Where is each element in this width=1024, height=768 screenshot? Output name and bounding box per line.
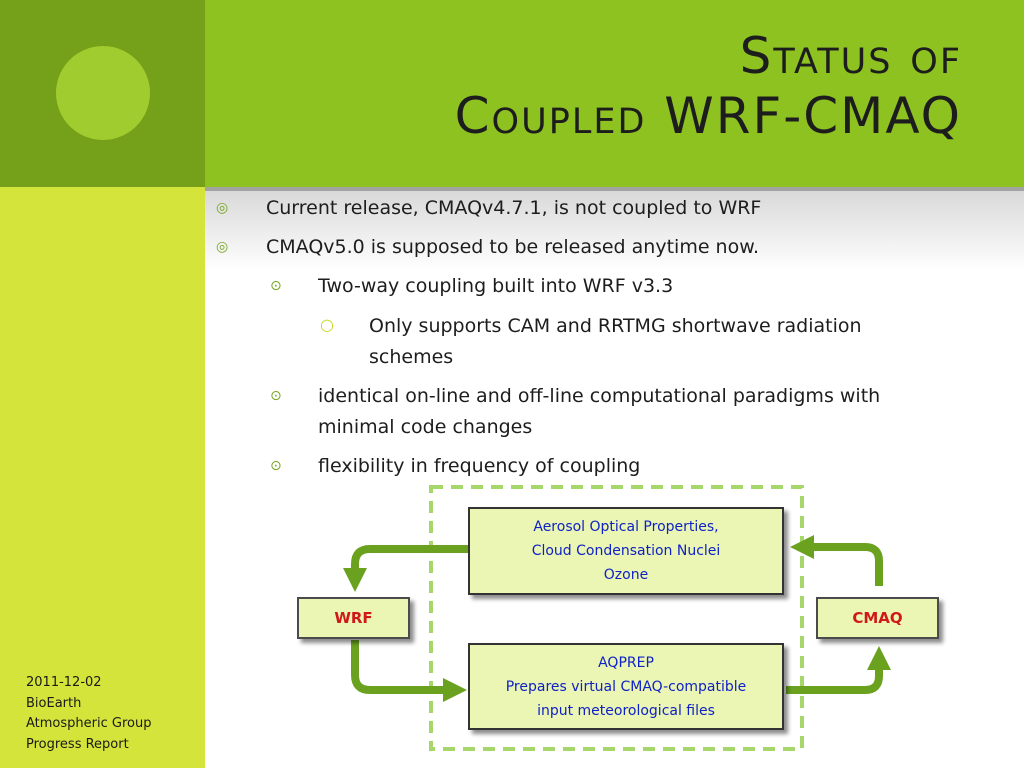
bottom-box-line: input meteorological files [537, 703, 715, 719]
slide-title: Status of Coupled WRF-CMAQ [455, 26, 962, 146]
double-circle-bullet-icon: ◎ [216, 239, 229, 255]
ring-bullet-icon: ○ [320, 315, 334, 334]
title-wrf-cmaq: WRF-CMAQ [646, 87, 962, 145]
left-header-panel [0, 0, 205, 187]
bullet-item: Two-way coupling built into WRF v3.3 [318, 275, 674, 297]
double-circle-bullet-icon: ◎ [216, 200, 229, 216]
footer-group: Atmospheric Group [26, 716, 152, 731]
decorative-circle [56, 46, 150, 140]
bullet-item: Only supports CAM and RRTMG shortwave ra… [369, 315, 862, 337]
content-shade [205, 191, 1024, 271]
wrf-node: WRF [297, 597, 410, 639]
top-box-line: Cloud Condensation Nuclei [531, 543, 721, 559]
bottom-box-line: AQPREP [598, 655, 654, 671]
arrow-cmaq-to-top [790, 535, 883, 586]
arrow-wrf-to-aqprep [351, 640, 467, 702]
arrow-aqprep-to-cmaq [786, 646, 891, 694]
bullet-item: identical on-line and off-line computati… [318, 385, 881, 407]
circle-dot-bullet-icon: ⊙ [270, 388, 282, 404]
footer-report: Progress Report [26, 736, 129, 752]
bullet-item: CMAQv5.0 is supposed to be released anyt… [266, 236, 760, 258]
circle-dot-bullet-icon: ⊙ [270, 278, 282, 294]
title-coupled: Coupled [454, 87, 647, 145]
footer-project: BioEarth [26, 695, 82, 711]
top-box-aerosol-properties: Aerosol Optical Properties, Cloud Conden… [468, 507, 784, 595]
title-line-2: Coupled WRF-CMAQ [455, 86, 962, 146]
bullet-item: Current release, CMAQv4.7.1, is not coup… [266, 197, 762, 219]
dashed-coupling-boundary [429, 485, 804, 751]
top-box-line: Ozone [603, 567, 649, 583]
cmaq-node: CMAQ [816, 597, 939, 639]
left-sidebar-panel [0, 187, 205, 768]
footer-date: 2011-12-02 [26, 675, 102, 690]
bullet-item-continuation: minimal code changes [318, 416, 533, 438]
arrow-top-to-wrf [343, 545, 468, 592]
bottom-box-aqprep: AQPREP Prepares virtual CMAQ-compatible … [468, 643, 784, 730]
top-box-line: Aerosol Optical Properties, [533, 519, 719, 535]
bullet-item-continuation: schemes [369, 346, 454, 368]
header-panel [205, 0, 1024, 187]
footer-info: 2011-12-02 BioEarth Atmospheric Group Pr… [26, 673, 151, 755]
title-line-1: Status of [739, 27, 962, 85]
bottom-box-line: Prepares virtual CMAQ-compatible [505, 679, 747, 695]
circle-dot-bullet-icon: ⊙ [270, 458, 282, 474]
header-divider [205, 187, 1024, 191]
bullet-item: flexibility in frequency of coupling [318, 455, 641, 477]
